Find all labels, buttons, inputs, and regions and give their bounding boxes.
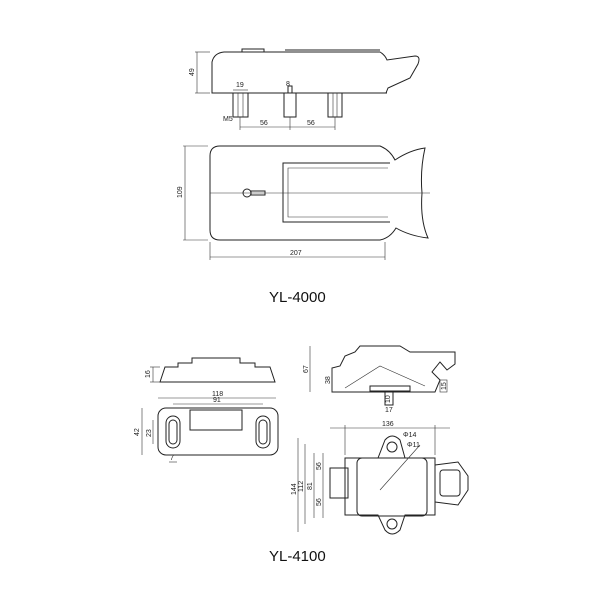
dim-slot-spacing: 91 (213, 397, 221, 404)
dim-span-1: 56 (316, 462, 323, 470)
dim-span-2: 81 (307, 482, 314, 490)
dim-foot: 15 (441, 382, 448, 390)
dim-strike-height: 16 (145, 370, 152, 378)
dim-thread: M5 (223, 116, 233, 123)
dim-strike-length: 118 (212, 391, 223, 398)
dim-spacing-1: 56 (260, 120, 268, 127)
dim-body-length: 136 (382, 421, 394, 428)
dim-hole-large: Φ14 (403, 432, 416, 439)
yl4100-strike-plan: 118 91 42 23 7 (134, 391, 279, 463)
yl4100-body-plan: 136 Φ14 Φ11 144 112 81 56 56 (291, 421, 469, 535)
dim-pin: 8 (286, 81, 290, 88)
dim-strike-width: 42 (134, 428, 141, 436)
yl4000-plan-view: 109 207 (177, 145, 430, 260)
dim-height: 49 (189, 68, 196, 76)
dim-width: 109 (177, 186, 184, 198)
dim-mount: 112 (298, 481, 305, 492)
dim-slot-width: 7 (170, 455, 174, 462)
dim-slot-length: 23 (146, 429, 153, 437)
dim-hole-small: Φ11 (407, 442, 420, 449)
dim-body-step: 38 (325, 376, 332, 384)
dim-span-3: 56 (316, 498, 323, 506)
model-title-yl4000: YL-4000 (269, 289, 326, 306)
yl4100-body-side: 67 38 15 10 17 (303, 345, 456, 414)
dim-pin-height: 10 (385, 395, 392, 403)
dim-stud-width: 19 (236, 82, 244, 89)
dim-spacing-2: 56 (307, 120, 315, 127)
yl4000-side-view: 49 19 8 M5 56 56 (189, 48, 420, 130)
dim-overall: 144 (291, 483, 298, 495)
dim-length: 207 (290, 250, 302, 257)
yl4100-strike-side: 16 (145, 357, 276, 383)
dim-pin-width: 17 (385, 407, 393, 414)
dim-body-height: 67 (303, 365, 310, 373)
model-title-yl4100: YL-4100 (269, 548, 326, 565)
